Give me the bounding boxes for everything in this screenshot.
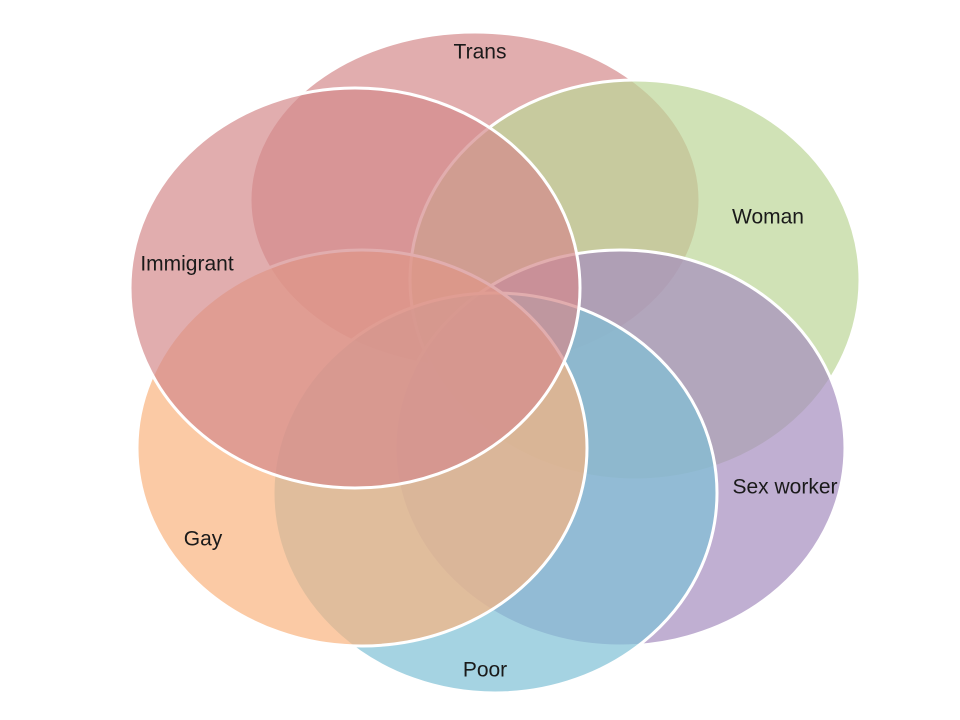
set-immigrant-label: Immigrant bbox=[140, 253, 234, 276]
set-trans-label: Trans bbox=[454, 41, 507, 64]
set-sex-worker-label: Sex worker bbox=[732, 476, 837, 499]
set-gay-label: Gay bbox=[184, 528, 223, 551]
venn-sets bbox=[128, 30, 862, 695]
set-woman-label: Woman bbox=[732, 206, 804, 229]
set-immigrant-ellipse bbox=[128, 86, 582, 490]
set-poor-label: Poor bbox=[463, 659, 507, 682]
